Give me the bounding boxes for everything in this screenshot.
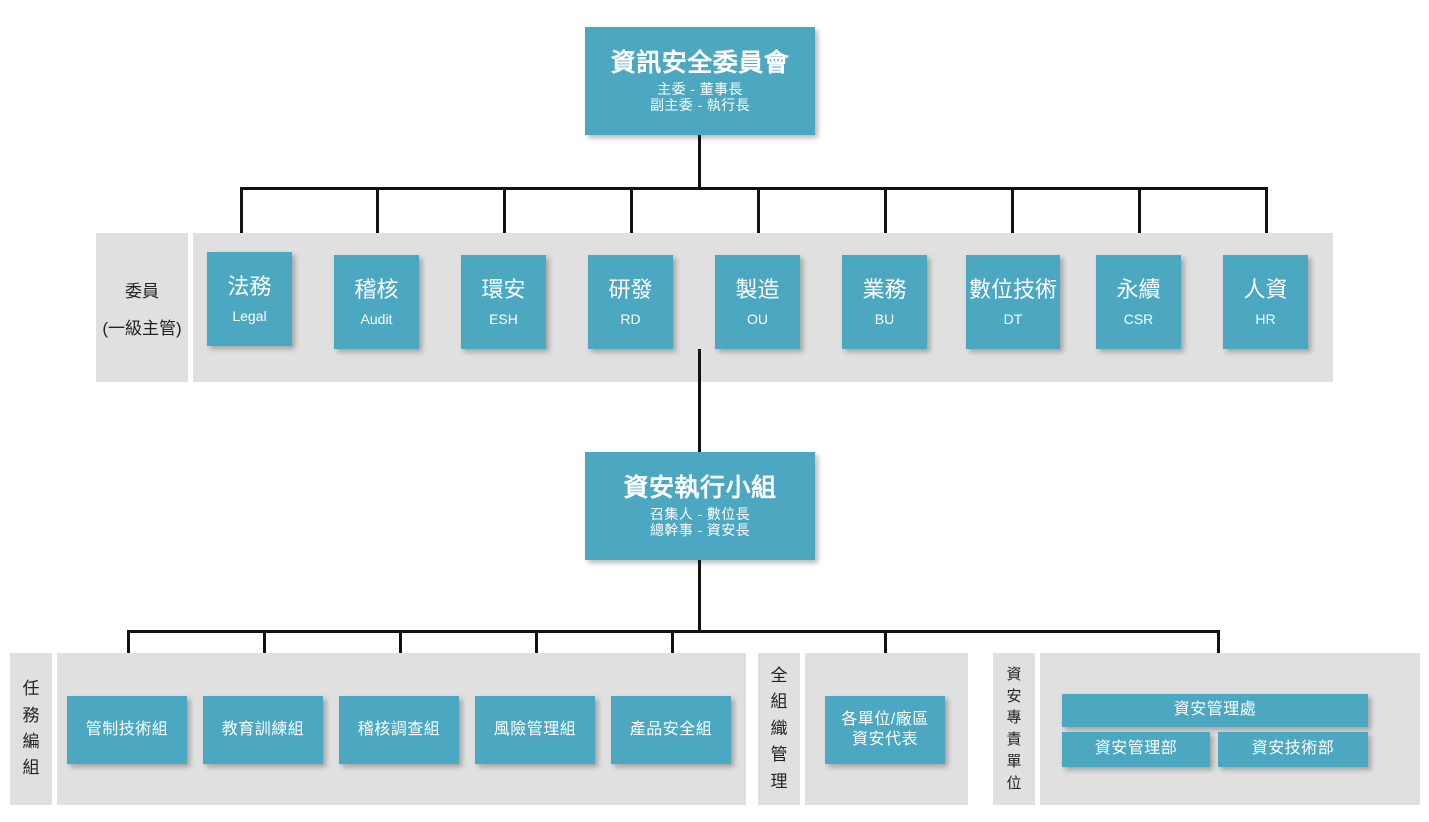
node-member-bu[interactable]: 業務 BU — [842, 255, 927, 349]
node-member-legal[interactable]: 法務 Legal — [207, 252, 292, 346]
label-org-wide-char-1: 組 — [770, 692, 788, 712]
node-task-audit-investigation[interactable]: 稽核調查組 — [339, 696, 459, 764]
label-dedicated-unit-char-4: 單 — [1006, 752, 1022, 770]
member-dt-en: DT — [1003, 311, 1023, 328]
label-org-wide-management: 全 組 織 管 理 — [758, 653, 800, 805]
panel-task-force-label — [10, 653, 52, 805]
member-csr-en: CSR — [1123, 311, 1154, 328]
security-management-division-label: 資安管理處 — [1173, 701, 1257, 719]
connector-drop-legal — [240, 187, 243, 233]
exec-team-secretary-role: 總幹事 - 資安長 — [649, 521, 751, 538]
node-unit-site-security-representative[interactable]: 各單位/廠區 資安代表 — [825, 696, 945, 764]
exec-team-convener-role: 召集人 - 數位長 — [649, 505, 751, 522]
member-hr-cn: 人資 — [1243, 276, 1288, 302]
label-org-wide-char-2: 織 — [770, 718, 788, 738]
node-security-execution-team[interactable]: 資安執行小組 召集人 - 數位長 總幹事 - 資安長 — [585, 452, 815, 560]
security-technology-department-label: 資安技術部 — [1251, 740, 1335, 758]
label-members: 委員 (一級主管) — [96, 233, 188, 382]
member-legal-en: Legal — [232, 308, 267, 325]
member-hr-en: HR — [1255, 311, 1276, 328]
unit-rep-line1: 各單位/廠區 — [841, 710, 929, 728]
node-task-product-safety[interactable]: 產品安全組 — [611, 696, 731, 764]
member-bu-en: BU — [874, 311, 895, 328]
task-education-training-label: 教育訓練組 — [221, 720, 305, 738]
node-task-education-training[interactable]: 教育訓練組 — [203, 696, 323, 764]
label-org-wide-char-3: 管 — [770, 745, 788, 765]
connector-drop-dt — [1011, 187, 1014, 233]
panel-dedicated-unit-boxes — [1040, 653, 1420, 805]
label-org-wide-char-0: 全 — [770, 666, 788, 686]
exec-team-title: 資安執行小組 — [623, 474, 777, 503]
member-bu-cn: 業務 — [862, 276, 907, 302]
connector-members-bus — [240, 187, 1268, 190]
connector-drop-hr — [1265, 187, 1268, 233]
member-rd-en: RD — [620, 311, 641, 328]
node-member-audit[interactable]: 稽核 Audit — [334, 255, 419, 349]
panel-members-label — [96, 233, 188, 382]
task-audit-investigation-label: 稽核調查組 — [357, 720, 441, 738]
connector-drop-ou — [757, 187, 760, 233]
connector-drop-bu — [884, 187, 887, 233]
committee-vice-chair-role: 副主委 - 執行長 — [649, 96, 751, 113]
member-audit-en: Audit — [360, 311, 393, 328]
task-risk-management-label: 風險管理組 — [493, 720, 577, 738]
label-members-line1: 委員 — [125, 281, 159, 301]
node-member-esh[interactable]: 環安 ESH — [461, 255, 546, 349]
panel-org-wide-label — [758, 653, 800, 805]
member-legal-cn: 法務 — [227, 273, 272, 299]
label-task-force-char-2: 編 — [22, 732, 40, 751]
node-member-dt[interactable]: 數位技術 DT — [966, 255, 1060, 349]
member-rd-cn: 研發 — [608, 276, 653, 302]
connector-committee-trunk — [698, 135, 701, 189]
node-security-management-division[interactable]: 資安管理處 — [1062, 694, 1368, 727]
committee-chair-role: 主委 - 董事長 — [657, 80, 743, 97]
member-ou-en: OU — [747, 311, 768, 328]
node-member-csr[interactable]: 永續 CSR — [1096, 255, 1181, 349]
panel-dedicated-unit-label — [993, 653, 1035, 805]
unit-rep-line2: 資安代表 — [851, 731, 918, 748]
committee-title: 資訊安全委員會 — [610, 49, 790, 78]
member-dt-cn: 數位技術 — [968, 276, 1057, 302]
connector-exec-trunk — [698, 560, 701, 632]
node-task-risk-management[interactable]: 風險管理組 — [475, 696, 595, 764]
label-dedicated-unit-char-2: 專 — [1006, 709, 1022, 727]
node-member-ou[interactable]: 製造 OU — [715, 255, 800, 349]
label-task-force: 任 務 編 組 — [10, 653, 52, 805]
label-dedicated-security-unit: 資 安 專 責 單 位 — [993, 653, 1035, 805]
label-members-line2: (一級主管) — [102, 318, 182, 338]
label-task-force-char-1: 務 — [22, 705, 40, 725]
label-task-force-char-0: 任 — [22, 679, 40, 699]
connector-drop-rd — [630, 187, 633, 233]
connector-drop-esh — [503, 187, 506, 233]
label-task-force-char-3: 組 — [22, 758, 40, 778]
connector-drop-audit — [376, 187, 379, 233]
member-ou-cn: 製造 — [735, 276, 780, 302]
label-dedicated-unit-char-5: 位 — [1006, 774, 1022, 792]
member-audit-cn: 稽核 — [354, 276, 399, 302]
task-control-technology-label: 管制技術組 — [85, 720, 169, 738]
node-information-security-committee[interactable]: 資訊安全委員會 主委 - 董事長 副主委 - 執行長 — [585, 27, 815, 135]
label-dedicated-unit-char-1: 安 — [1006, 687, 1022, 705]
task-product-safety-label: 產品安全組 — [629, 720, 713, 738]
security-management-department-label: 資安管理部 — [1094, 740, 1178, 758]
label-org-wide-char-4: 理 — [770, 771, 788, 791]
node-security-technology-department[interactable]: 資安技術部 — [1218, 732, 1368, 767]
member-esh-cn: 環安 — [481, 276, 526, 302]
label-dedicated-unit-char-3: 責 — [1006, 731, 1022, 748]
member-csr-cn: 永續 — [1116, 276, 1161, 302]
node-member-hr[interactable]: 人資 HR — [1223, 255, 1308, 349]
label-dedicated-unit-char-0: 資 — [1006, 665, 1022, 683]
connector-members-to-exec — [698, 349, 701, 459]
member-esh-en: ESH — [489, 311, 518, 328]
node-member-rd[interactable]: 研發 RD — [588, 255, 673, 349]
node-security-management-department[interactable]: 資安管理部 — [1062, 732, 1210, 767]
connector-drop-csr — [1138, 187, 1141, 233]
node-task-control-technology[interactable]: 管制技術組 — [67, 696, 187, 764]
